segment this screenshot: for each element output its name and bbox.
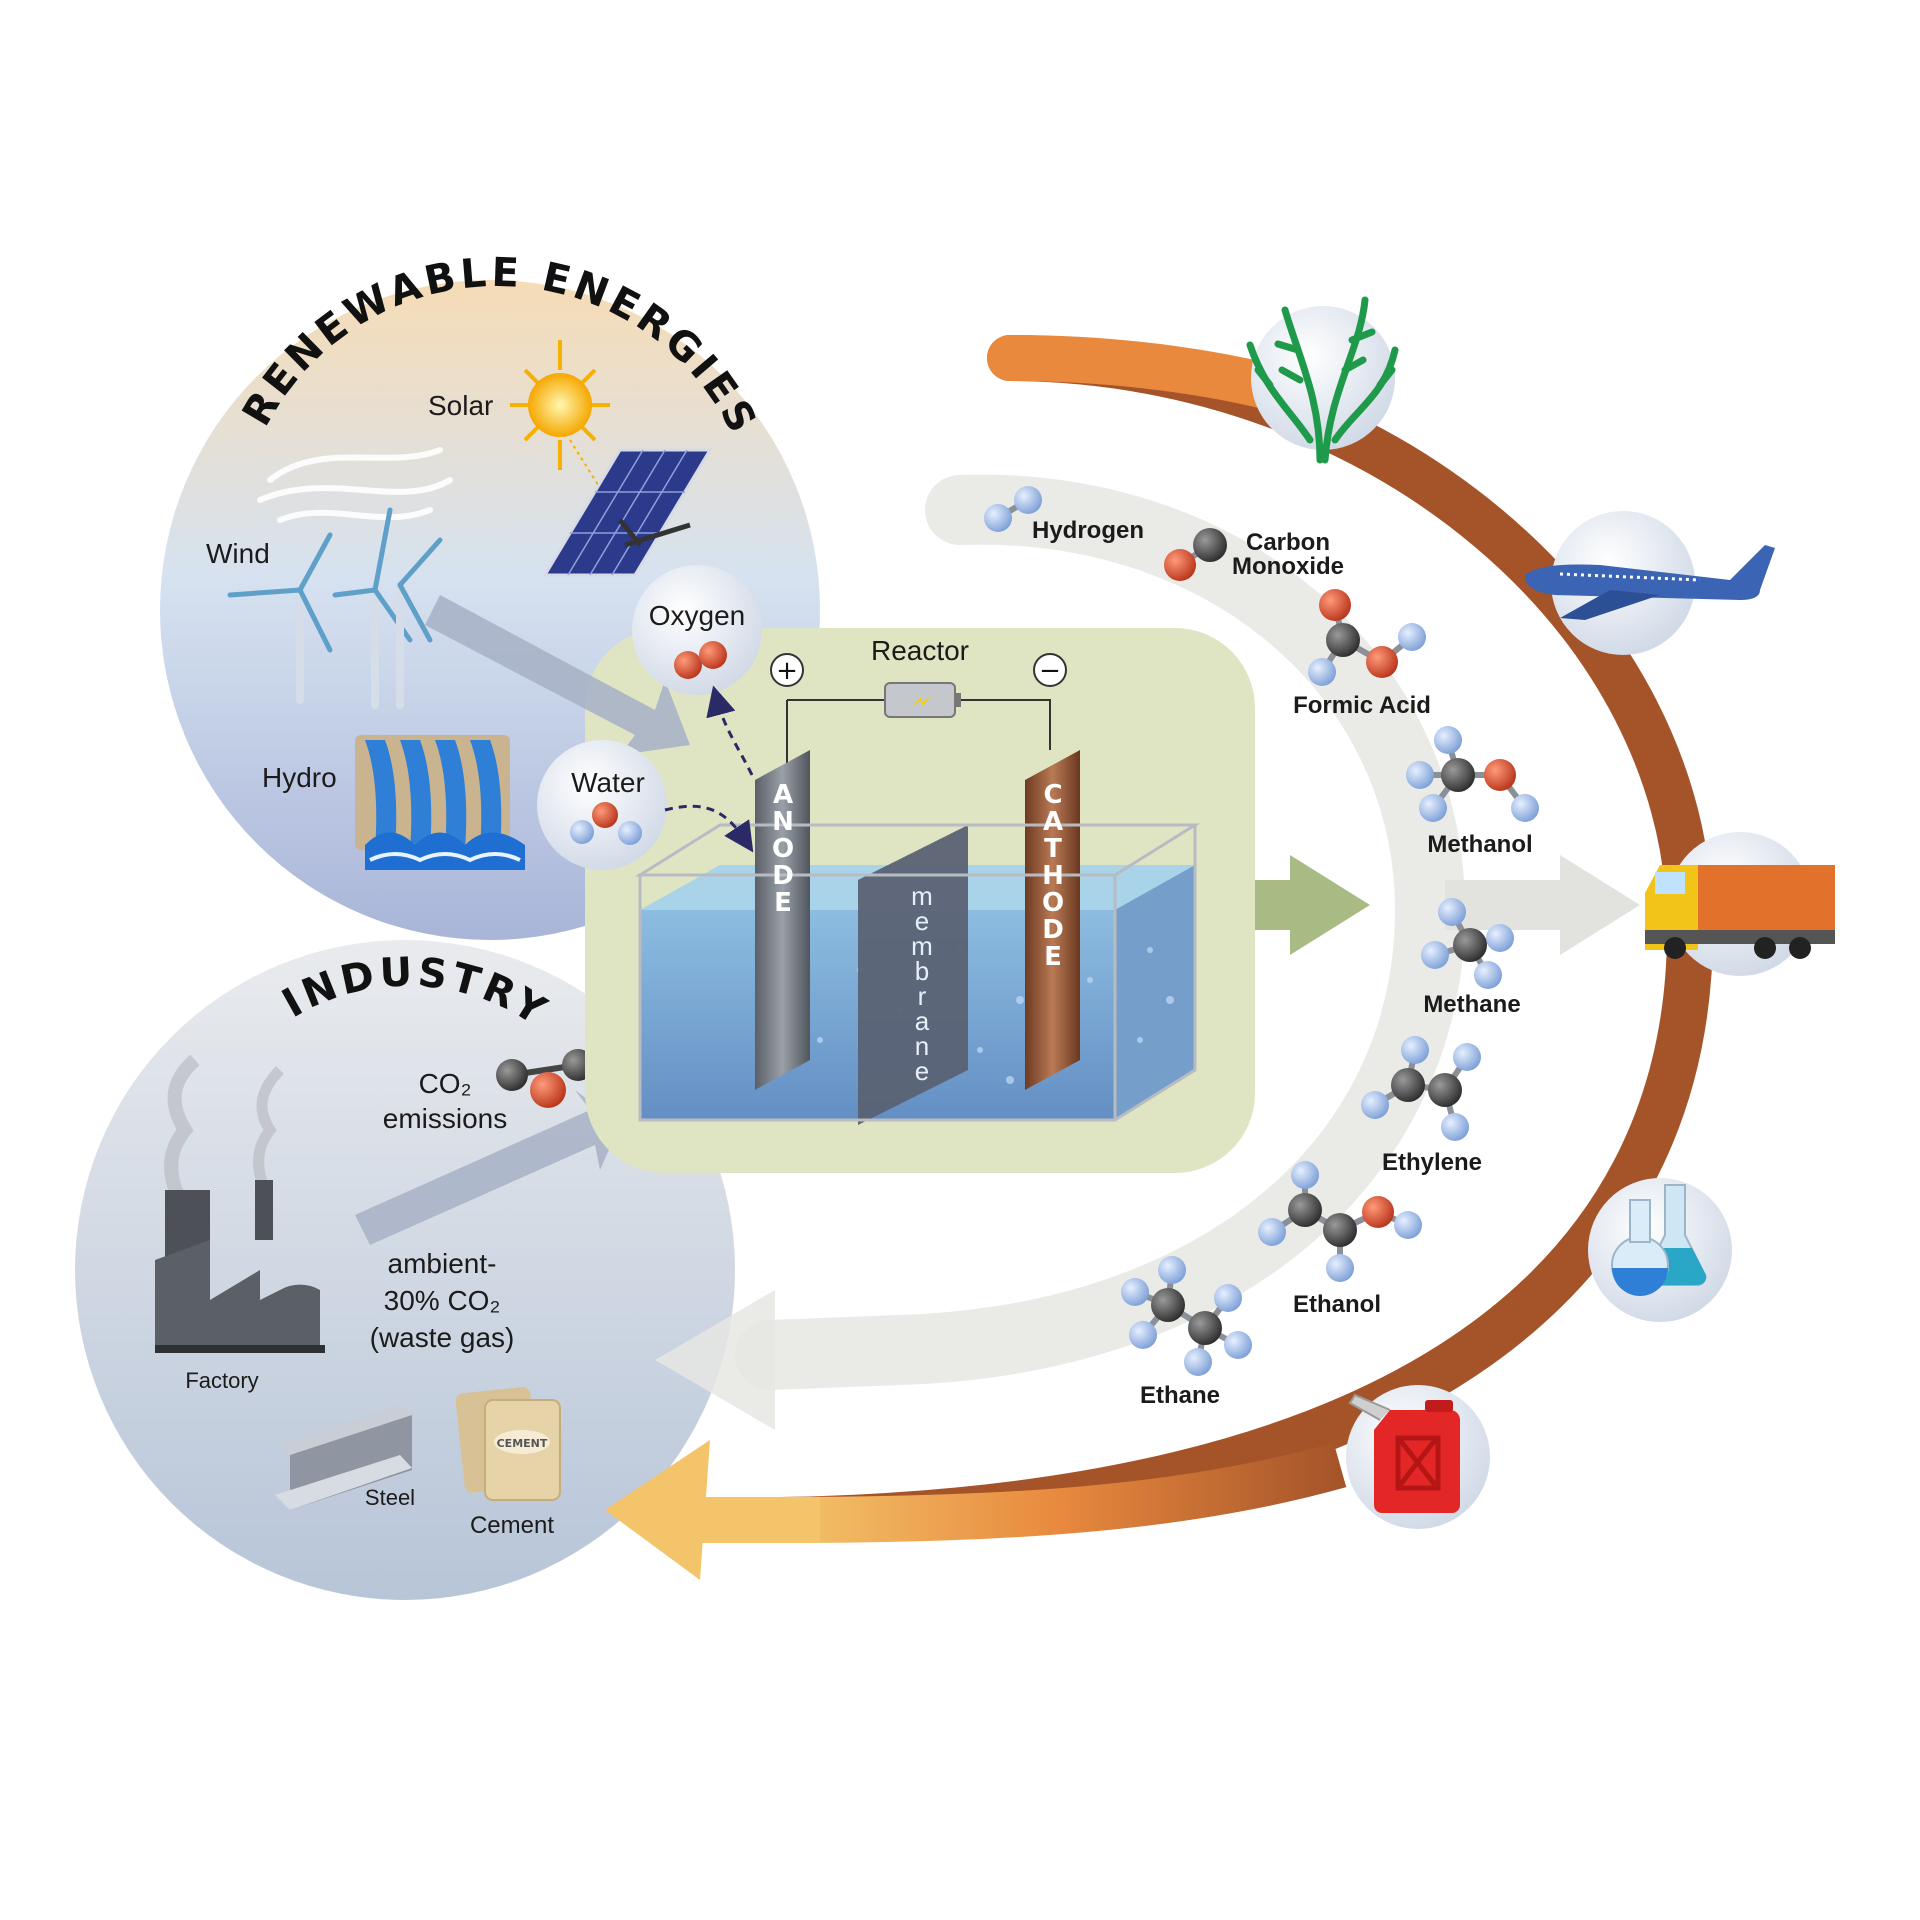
wind-label: Wind: [206, 538, 270, 569]
ethanol-label: Ethanol: [1293, 1291, 1381, 1318]
truck-icon: [1645, 865, 1835, 959]
ethylene-label: Ethylene: [1382, 1149, 1482, 1176]
formic-acid-molecule: [1308, 589, 1426, 686]
renewable-energies-panel: RENEWABLE ENERGIES Solar: [160, 250, 820, 940]
ethanol-molecule: [1258, 1161, 1422, 1282]
output-arrow: [1255, 855, 1370, 955]
tank-outline: [634, 823, 1201, 1122]
fuel-return-arrow-head: [605, 1440, 710, 1580]
cathode-electrode: [1025, 750, 1080, 1090]
methanol-label: Methanol: [1427, 831, 1532, 858]
product-labels: Hydrogen Carbon Monoxide Formic Acid Met…: [1032, 517, 1533, 1409]
sun-icon: [510, 340, 610, 470]
carbon-monoxide-label-1: Carbon: [1246, 529, 1330, 556]
ambient-line1: ambient-: [388, 1248, 497, 1279]
wind-turbine-icon: [227, 447, 453, 709]
water-to-anode-arrow: [664, 804, 754, 853]
co2-label: CO₂: [419, 1068, 472, 1099]
fuel-cycle-arc: [605, 335, 1714, 1580]
industry-panel: INDUSTRY CO₂ emissions ambient- 30% CO₂ …: [75, 940, 735, 1600]
energy-flow-arrow: [425, 595, 690, 755]
factory-icon: [155, 1054, 325, 1353]
minus-terminal: −: [1033, 653, 1067, 687]
methanol-molecule: [1406, 726, 1539, 822]
water-label: Water: [571, 767, 645, 798]
ethane-molecule: [1121, 1256, 1252, 1376]
plus-terminal: +: [770, 653, 804, 687]
cement-bag-icon: CEMENT: [455, 1387, 561, 1501]
cement-label: Cement: [470, 1512, 554, 1539]
anode-electrode: [755, 750, 810, 1090]
svg-text:+: +: [776, 656, 798, 686]
product-molecules: [984, 486, 1539, 1376]
seaweed-badge: [1246, 296, 1399, 464]
ambient-line3: (waste gas): [370, 1322, 515, 1353]
carbon-monoxide-molecule: [1164, 528, 1227, 581]
reactor-title: Reactor: [871, 635, 969, 666]
return-arrow-head: [655, 1290, 775, 1430]
carbon-monoxide-label-2: Monoxide: [1232, 553, 1344, 580]
truck-badge: [1645, 832, 1835, 976]
steel-label: Steel: [365, 1485, 415, 1510]
cement-bag-text: CEMENT: [497, 1437, 548, 1450]
ethylene-molecule: [1361, 1036, 1481, 1141]
co2-flow-arrow: [355, 1090, 620, 1245]
formic-acid-label: Formic Acid: [1293, 692, 1431, 719]
airplane-badge: [1525, 511, 1775, 655]
oxygen-badge: Oxygen: [632, 565, 762, 695]
ethane-label: Ethane: [1140, 1382, 1220, 1409]
flask-icon: [1611, 1184, 1707, 1296]
oxygen-label: Oxygen: [649, 600, 746, 631]
solar-panel-icon: [542, 448, 713, 577]
methane-label: Methane: [1423, 991, 1520, 1018]
battery-icon: [884, 682, 961, 718]
airplane-icon: [1525, 545, 1775, 620]
factory-label: Factory: [185, 1368, 258, 1393]
methane-molecule: [1421, 898, 1514, 989]
fuel-can-badge: [1346, 1385, 1490, 1529]
flask-badge: [1588, 1178, 1732, 1322]
hydro-dam-icon: [355, 735, 525, 870]
hydro-label: Hydro: [262, 762, 337, 793]
emissions-label: emissions: [383, 1103, 507, 1134]
seaweed-icon: [1246, 296, 1399, 464]
water-badge: Water: [537, 740, 667, 870]
hydrogen-molecule: [984, 486, 1042, 532]
steel-beam-icon: [275, 1405, 412, 1510]
svg-text:−: −: [1039, 656, 1061, 686]
solar-label: Solar: [428, 390, 493, 421]
anode-to-oxygen-arrow: [706, 685, 754, 776]
hydrogen-label: Hydrogen: [1032, 517, 1144, 544]
membrane: [858, 825, 968, 1125]
reactor-panel: Reactor + −: [425, 565, 1640, 1173]
fuel-can-icon: [1348, 1393, 1460, 1513]
ambient-line2: 30% CO₂: [384, 1285, 501, 1316]
